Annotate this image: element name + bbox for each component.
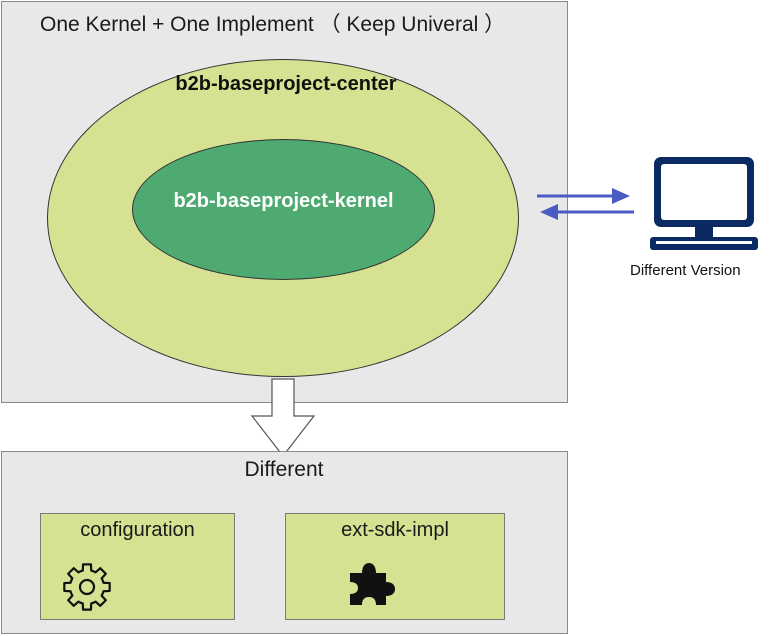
monitor-icon — [650, 157, 758, 250]
arrow-to-client — [537, 188, 630, 204]
gear-icon — [63, 563, 111, 611]
ext-sdk-impl-label: ext-sdk-impl — [341, 519, 449, 541]
kernel-ellipse — [132, 139, 435, 280]
arrow-to-kernel — [540, 204, 634, 220]
universal-title: One Kernel + One Implement （ Keep Univer… — [40, 13, 506, 36]
ext-sdk-impl-box — [285, 513, 505, 620]
center-label: b2b-baseproject-center — [175, 73, 397, 95]
kernel-label: b2b-baseproject-kernel — [173, 190, 394, 212]
down-arrow — [250, 378, 316, 457]
configuration-box — [40, 513, 235, 620]
client-version-label: Different Version — [630, 262, 741, 279]
gear-outline — [63, 563, 111, 611]
different-title: Different — [244, 458, 324, 481]
configuration-label: configuration — [80, 519, 195, 541]
puzzle-icon — [350, 563, 395, 605]
